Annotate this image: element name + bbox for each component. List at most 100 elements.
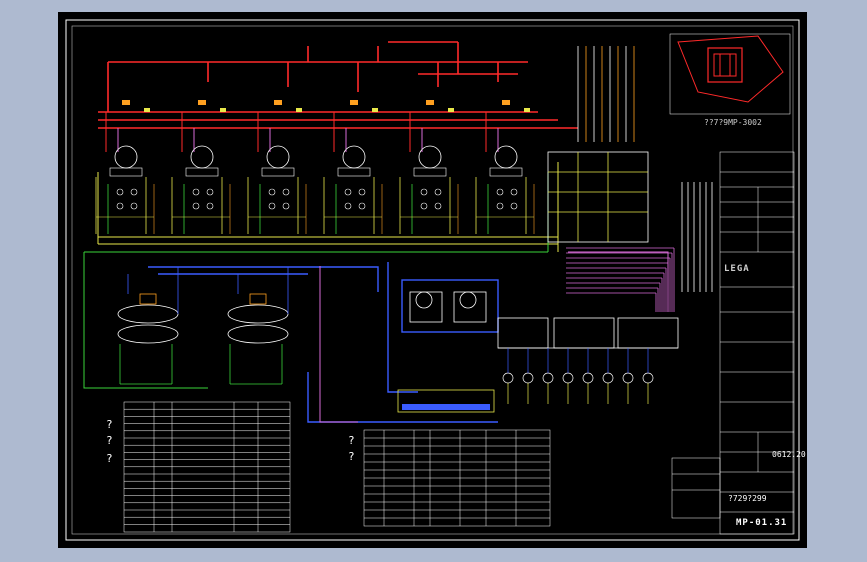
hot-water-headers <box>97 162 559 252</box>
site-plan <box>669 33 791 115</box>
outer-frame <box>65 19 800 541</box>
boiler-drum <box>418 145 442 169</box>
valve-icon <box>372 108 378 112</box>
note-mark-4: ? <box>348 434 355 447</box>
heat-exchanger-unit <box>397 291 495 413</box>
valve-icon <box>448 108 454 112</box>
boiler-base <box>261 167 295 177</box>
valve-icon <box>350 100 358 105</box>
piping-diagram <box>65 19 800 541</box>
drawing-sheet: ??7?9MP-3002 LEGA 0612.20 ?729?299 MP-01… <box>58 12 807 548</box>
valve-icon <box>220 108 226 112</box>
boiler-drum <box>266 145 290 169</box>
chilled-water-loop <box>148 262 499 423</box>
pump-icon <box>542 372 554 384</box>
distribution-manifold <box>566 247 675 312</box>
pump-icon <box>192 202 200 210</box>
boiler-6 <box>475 100 535 234</box>
valve-icon <box>296 108 302 112</box>
boiler-4 <box>323 100 383 234</box>
pump-icon <box>130 188 138 196</box>
site-plan-label: ??7?9MP-3002 <box>704 118 762 127</box>
pump-icon <box>622 372 634 384</box>
pump-icon <box>344 202 352 210</box>
valve-icon <box>502 100 510 105</box>
boiler-base <box>337 167 371 177</box>
pump-icon <box>420 188 428 196</box>
chiller-shell <box>117 324 179 344</box>
pump-icon <box>582 372 594 384</box>
boiler-drum <box>114 145 138 169</box>
inner-frame <box>71 25 794 535</box>
boiler-row <box>95 100 535 234</box>
storage-tanks <box>497 317 679 349</box>
valve-icon <box>122 100 130 105</box>
boiler-base <box>109 167 143 177</box>
pump-icon <box>358 202 366 210</box>
drawing-code: ?729?299 <box>728 494 767 503</box>
pump-icon <box>268 202 276 210</box>
note-mark-2: ? <box>106 434 113 447</box>
boiler-base <box>185 167 219 177</box>
boiler-base <box>489 167 523 177</box>
boiler-1 <box>95 100 155 234</box>
tank-pumps <box>502 348 654 404</box>
pump-icon <box>358 188 366 196</box>
pump-icon <box>344 188 352 196</box>
chiller-shell <box>117 304 179 324</box>
drawing-date: 0612.20 <box>772 450 806 459</box>
chiller-shell <box>227 324 289 344</box>
pump-icon <box>510 202 518 210</box>
boiler-2 <box>171 100 231 234</box>
pump-icon <box>282 202 290 210</box>
pump-icon <box>496 188 504 196</box>
pump-icon <box>268 188 276 196</box>
boiler-drum <box>342 145 366 169</box>
boiler-drum <box>494 145 518 169</box>
riser-bundle <box>577 46 713 292</box>
pump-icon <box>206 188 214 196</box>
notes-table <box>671 457 721 519</box>
note-mark-1: ? <box>106 418 113 431</box>
valve-icon <box>524 108 530 112</box>
pump-manifold <box>547 151 649 243</box>
chiller-2 <box>227 267 289 385</box>
compressor-icon <box>249 293 267 305</box>
pump-icon <box>130 202 138 210</box>
pump-icon <box>434 188 442 196</box>
pump-icon <box>522 372 534 384</box>
valve-icon <box>144 108 150 112</box>
boiler-base <box>413 167 447 177</box>
chiller-shell <box>227 304 289 324</box>
pump-icon <box>116 188 124 196</box>
compressor-icon <box>139 293 157 305</box>
pump-icon <box>192 188 200 196</box>
valve-icon <box>198 100 206 105</box>
chiller-1 <box>117 267 179 385</box>
legend-table <box>363 429 551 527</box>
company-logo-text: LEGA <box>724 264 750 274</box>
chiller-group <box>117 267 289 385</box>
valve-icon <box>274 100 282 105</box>
equipment-schedule-table <box>123 401 291 533</box>
note-mark-3: ? <box>106 452 113 465</box>
pump-icon <box>602 372 614 384</box>
title-block <box>719 151 795 535</box>
steam-header-group <box>98 41 578 129</box>
pump-icon <box>206 202 214 210</box>
pump-icon <box>420 202 428 210</box>
pump-icon <box>116 202 124 210</box>
boiler-drum <box>190 145 214 169</box>
boiler-risers <box>105 112 499 152</box>
valve-icon <box>426 100 434 105</box>
boiler-5 <box>399 100 459 234</box>
pump-icon <box>642 372 654 384</box>
note-mark-5: ? <box>348 450 355 463</box>
pump-icon <box>510 188 518 196</box>
pump-icon <box>434 202 442 210</box>
pump-icon <box>562 372 574 384</box>
pump-icon <box>496 202 504 210</box>
pump-icon <box>502 372 514 384</box>
boiler-3 <box>247 100 307 234</box>
pump-icon <box>282 188 290 196</box>
